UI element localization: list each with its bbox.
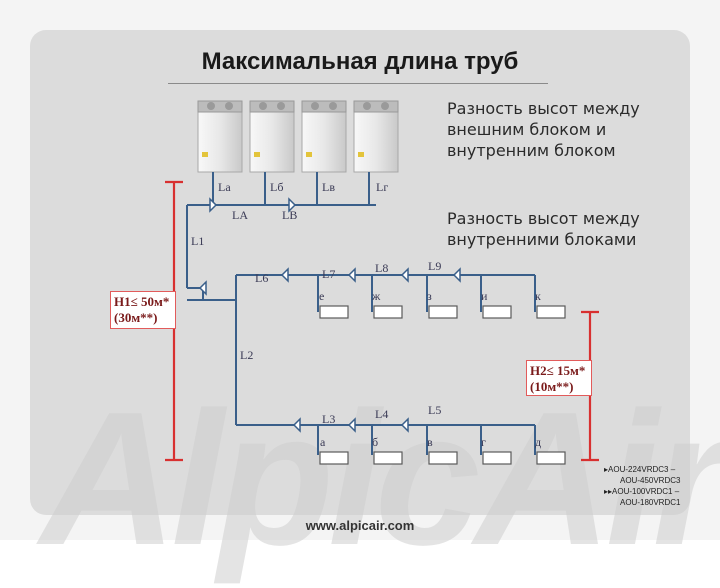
pipe-label-L3: L3 (322, 412, 335, 426)
h1-limit-line2: (30м**) (114, 310, 158, 325)
outdoor-indoor-height-description: Разность высот между внешним блоком и вн… (447, 99, 640, 160)
outdoor-unit-2 (249, 100, 295, 173)
model-range-2-start: ▸▸AOU-100VRDC1 – (604, 487, 680, 496)
h1-limit-line1: H1≤ 50м* (114, 294, 170, 309)
unit-label-v: в (427, 435, 433, 449)
unit-label-b: б (372, 435, 378, 449)
indoor-units-upper (319, 305, 566, 319)
indoor-indoor-height-description: Разность высот между внутренними блоками (447, 209, 640, 249)
outdoor-unit-1 (197, 100, 243, 173)
model-text-2: AOU-450VRDC3 (620, 476, 681, 485)
pipe-label-L2: L2 (240, 348, 253, 362)
title-underline (168, 83, 548, 84)
unit-label-k: к (535, 289, 541, 303)
h1-limit-box: H1≤ 50м* (30м**) (110, 291, 176, 329)
model-text-1: AOU-224VRDC3 – (608, 465, 676, 474)
pipe-label-L6: L6 (255, 271, 268, 285)
unit-label-z: з (427, 289, 432, 303)
outdoor-unit-3 (301, 100, 347, 173)
h2-limit-box: H2≤ 15м* (10м**) (526, 360, 592, 396)
model-text-3: AOU-100VRDC1 – (612, 487, 680, 496)
pipe-label-L8: L8 (375, 261, 388, 275)
pipe-label-LA: LA (232, 208, 248, 222)
pipe-label-LB: LB (282, 208, 297, 222)
pipe-length-diagram: La Lб Lв Lг LA LB L1 L2 L6 L7 L8 L9 L3 L… (165, 100, 599, 465)
pipe-label-lg: Lг (376, 180, 388, 194)
pipe-label-lb-small: Lб (270, 180, 283, 194)
page-title: Максимальная длина труб (201, 48, 519, 75)
unit-label-g: г (481, 435, 486, 449)
model-text-4: AOU-180VRDC1 (620, 498, 681, 507)
h2-limit-line1: H2≤ 15м* (530, 363, 586, 378)
pipe-label-la: La (218, 180, 231, 194)
unit-label-d: д (535, 435, 541, 449)
pipe-label-L9: L9 (428, 259, 441, 273)
outdoor-unit-4 (353, 100, 399, 173)
pipe-label-lv: Lв (322, 180, 335, 194)
h2-limit-line2: (10м**) (530, 379, 574, 394)
pipe-label-L5: L5 (428, 403, 441, 417)
footer-website-url: www.alpicair.com (305, 518, 415, 533)
pipe-label-L4: L4 (375, 407, 388, 421)
indoor-units-lower (319, 451, 566, 465)
unit-label-i: и (481, 289, 488, 303)
pipe-label-L1: L1 (191, 234, 204, 248)
pipe-label-L7: L7 (322, 267, 335, 281)
unit-label-zh: ж (371, 289, 381, 303)
model-range-1-start: ▸AOU-224VRDC3 – (604, 465, 676, 474)
unit-label-e: е (319, 289, 324, 303)
refnet-joints (198, 197, 461, 433)
unit-label-a: а (320, 435, 326, 449)
